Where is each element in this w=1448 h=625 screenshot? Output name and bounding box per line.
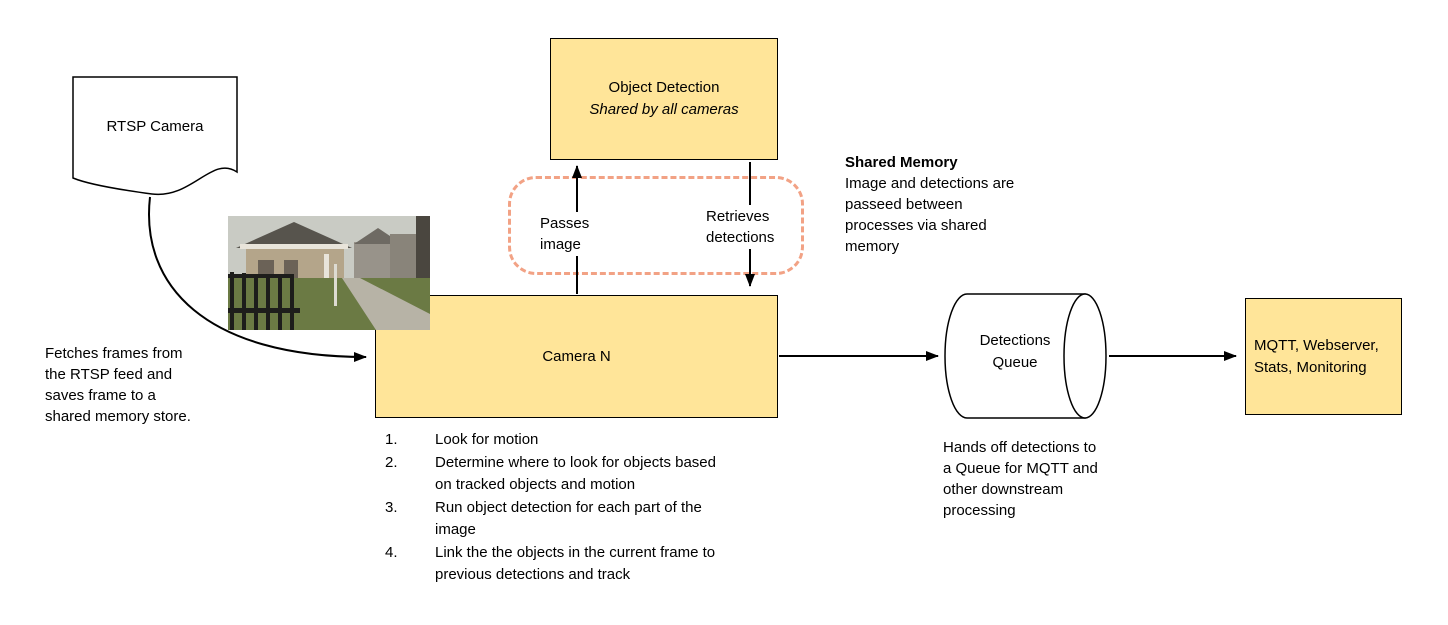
retrieves-detections-label: Retrieves detections [704,205,786,249]
camera-step-2: Determine where to look for objects base… [385,452,716,493]
camera-snapshot-image [228,216,430,330]
document-shape [72,76,238,195]
detections-queue-node [943,291,1109,421]
camera-n-label: Camera N [542,347,611,365]
queue-handoff-note: Hands off detections to a Queue for MQTT… [943,439,1098,519]
detections-queue-label: Detections Queue [979,332,1051,371]
fetch-frames-note: Fetches frames from the RTSP feed and sa… [45,345,191,425]
object-detection-title: Object Detection [608,79,720,96]
camera-step-1: Look for motion [385,429,539,451]
shared-memory-note-body: Image and detections are passeed between… [845,175,1015,255]
queue-cylinder-shape [944,293,1107,419]
object-detection-node: Object Detection Shared by all cameras [550,38,778,160]
camera-n-node: Camera N [375,295,778,418]
camera-steps-list: Look for motion Determine where to look … [383,429,763,587]
shared-memory-note: Shared Memory Image and detections are p… [845,152,1035,257]
camera-step-3: Run object detection for each part of th… [385,497,702,538]
object-detection-subtitle: Shared by all cameras [589,101,739,118]
mqtt-node: MQTT, Webserver, Stats, Monitoring [1245,298,1402,415]
rtsp-camera-label: RTSP Camera [106,118,204,135]
mqtt-label: MQTT, Webserver, Stats, Monitoring [1254,336,1379,376]
passes-image-label: Passes image [538,212,598,256]
shared-memory-boundary [508,176,804,275]
camera-step-4: Link the the objects in the current fram… [385,542,716,583]
shared-memory-note-title: Shared Memory [845,154,958,171]
rtsp-camera-node: RTSP Camera [72,76,238,200]
